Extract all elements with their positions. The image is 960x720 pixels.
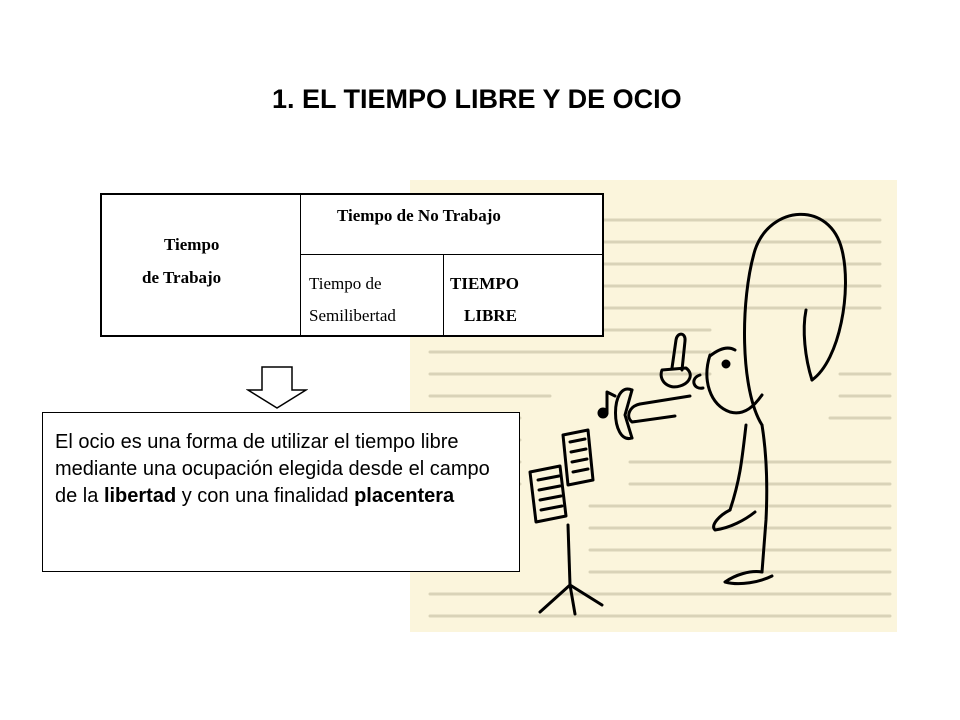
trabajo-line-2: de Trabajo — [142, 268, 222, 287]
time-classification-table: Tiempo de Trabajo Tiempo de No Trabajo T… — [100, 193, 604, 337]
definition-bold-libertad: libertad — [103, 485, 177, 507]
libre-line-1: TIEMPO — [450, 274, 519, 293]
cell-tiempo-de-semilibertad: Tiempo de Semilibertad — [301, 255, 444, 335]
semi-line-2: Semilibertad — [309, 306, 396, 325]
definition-box: El ocio es una forma de utilizar el tiem… — [42, 412, 520, 572]
down-arrow-icon — [246, 366, 308, 409]
cell-tiempo-libre: TIEMPO LIBRE — [444, 255, 602, 335]
definition-text-2: y con una finalidad — [176, 485, 355, 507]
definition-text-1: El ocio es una forma de utilizar el tiem… — [55, 431, 490, 507]
trabajo-line-1: Tiempo — [164, 235, 220, 254]
cell-tiempo-de-trabajo: Tiempo de Trabajo — [102, 195, 301, 335]
no-trabajo-label: Tiempo de No Trabajo — [337, 206, 501, 225]
definition-bold-placentera: placentera — [354, 485, 455, 507]
libre-line-2: LIBRE — [464, 306, 517, 325]
semi-line-1: Tiempo de — [309, 274, 382, 293]
page-title: 1. EL TIEMPO LIBRE Y DE OCIO — [272, 84, 682, 114]
cell-tiempo-de-no-trabajo: Tiempo de No Trabajo — [301, 195, 602, 255]
